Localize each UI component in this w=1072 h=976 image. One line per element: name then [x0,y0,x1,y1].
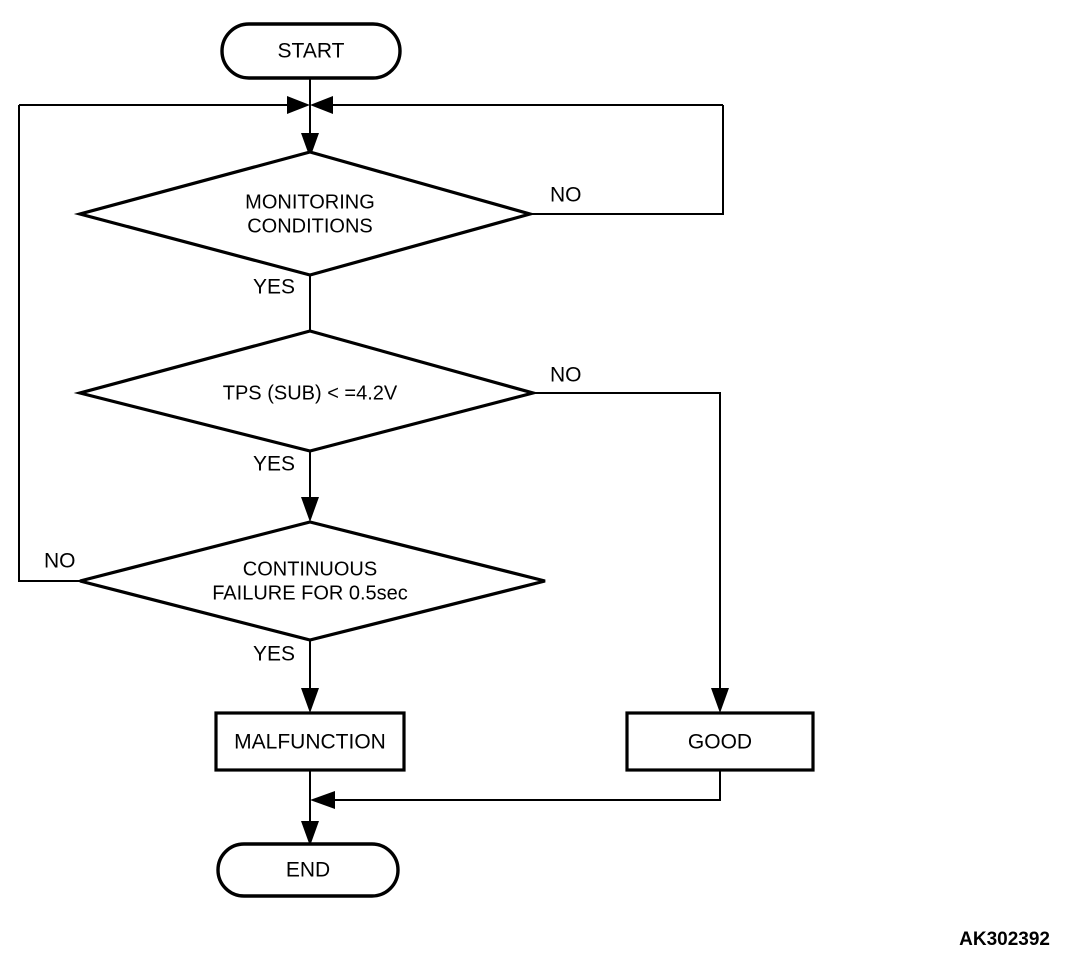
start-terminator-shape [220,22,402,80]
arrowhead-to-monitoring [301,133,319,158]
edge-good-to-end-merge [323,770,721,801]
arrowhead-right-loop-join [310,96,333,114]
edge-label-monitoring-yes: YES [253,276,295,299]
continuous-decision-shape [79,520,546,642]
edge-label-tps-no: NO [550,364,582,387]
monitoring-label-line1: MONITORING [245,191,375,213]
continuous-label-line2: FAILURE FOR 0.5sec [212,582,408,604]
node-start[interactable]: START [220,22,402,80]
edge-label-tps-yes: YES [253,453,295,476]
arrowhead-to-malfunction [301,688,319,713]
arrowhead-tps-yes [301,497,319,522]
node-continuous-failure[interactable]: CONTINUOUS FAILURE FOR 0.5sec [79,520,546,642]
good-box-shape [625,711,815,772]
malfunction-label: MALFUNCTION [234,731,386,754]
tps-decision-shape [73,329,540,453]
node-malfunction[interactable]: MALFUNCTION [214,711,406,772]
edge-label-monitoring-no: NO [550,184,582,207]
good-label: GOOD [688,731,752,754]
end-terminator-shape [216,842,400,898]
end-label: END [286,859,330,882]
start-label: START [278,40,345,63]
malfunction-box-shape [214,711,406,772]
edge-tps-no-to-good [533,392,721,707]
arrowhead-to-good [711,688,729,713]
edge-continuous-no-loopback [18,105,80,582]
edge-label-continuous-no: NO [44,550,76,573]
continuous-label-line1: CONTINUOUS [243,558,377,580]
node-tps-check[interactable]: TPS (SUB) < =4.2V [73,329,540,453]
monitoring-label-line2: CONDITIONS [247,215,373,237]
tps-label: TPS (SUB) < =4.2V [223,382,398,404]
node-monitoring-conditions[interactable]: MONITORING CONDITIONS [73,150,536,277]
node-good[interactable]: GOOD [625,711,815,772]
arrowhead-to-end [301,821,319,846]
edge-monitoring-no-loopback [530,105,724,215]
arrowhead-good-merge [310,791,335,809]
node-end[interactable]: END [216,842,400,898]
arrowhead-left-loop-join [287,96,310,114]
monitoring-decision-shape [73,150,536,277]
figure-code: AK302392 [959,929,1050,950]
edge-label-continuous-yes: YES [253,643,295,666]
